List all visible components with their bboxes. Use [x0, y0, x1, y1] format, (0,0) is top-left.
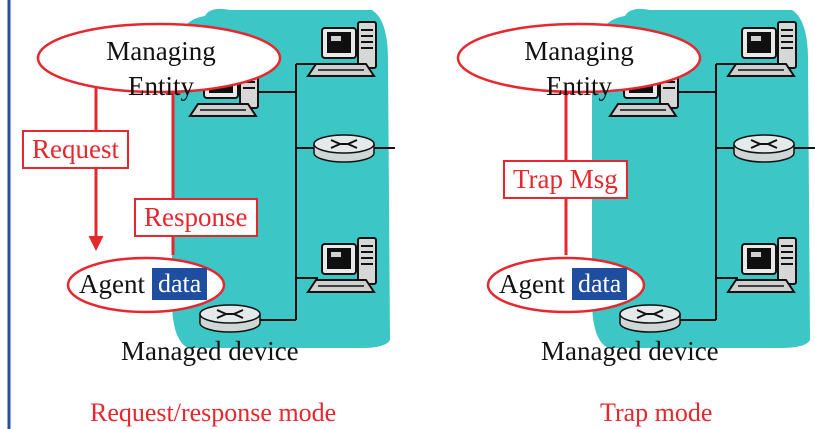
managing-entity-label: Managing Entity — [106, 36, 216, 101]
managed-device-label: Managed device — [121, 336, 299, 366]
trap-msg-label: Trap Msg — [503, 160, 628, 199]
router-icon — [199, 304, 261, 333]
trap-mode-caption: Trap mode — [600, 398, 713, 427]
data-tag: data — [152, 268, 208, 300]
router-icon — [733, 134, 795, 163]
managing-entity-ellipse — [36, 22, 282, 94]
router-icon — [313, 134, 375, 163]
managing-entity-ellipse — [456, 22, 702, 94]
managed-device-label: Managed device — [541, 336, 719, 366]
data-tag: data — [572, 268, 628, 300]
request-label: Request — [22, 130, 129, 169]
agent-label: Agent — [499, 269, 565, 299]
agent-label: Agent — [79, 269, 145, 299]
response-label: Response — [134, 198, 258, 237]
network-links — [670, 63, 815, 321]
router-icon — [619, 304, 681, 333]
request-response-caption: Request/response mode — [90, 398, 337, 427]
managing-entity-label: Managing Entity — [524, 36, 634, 101]
